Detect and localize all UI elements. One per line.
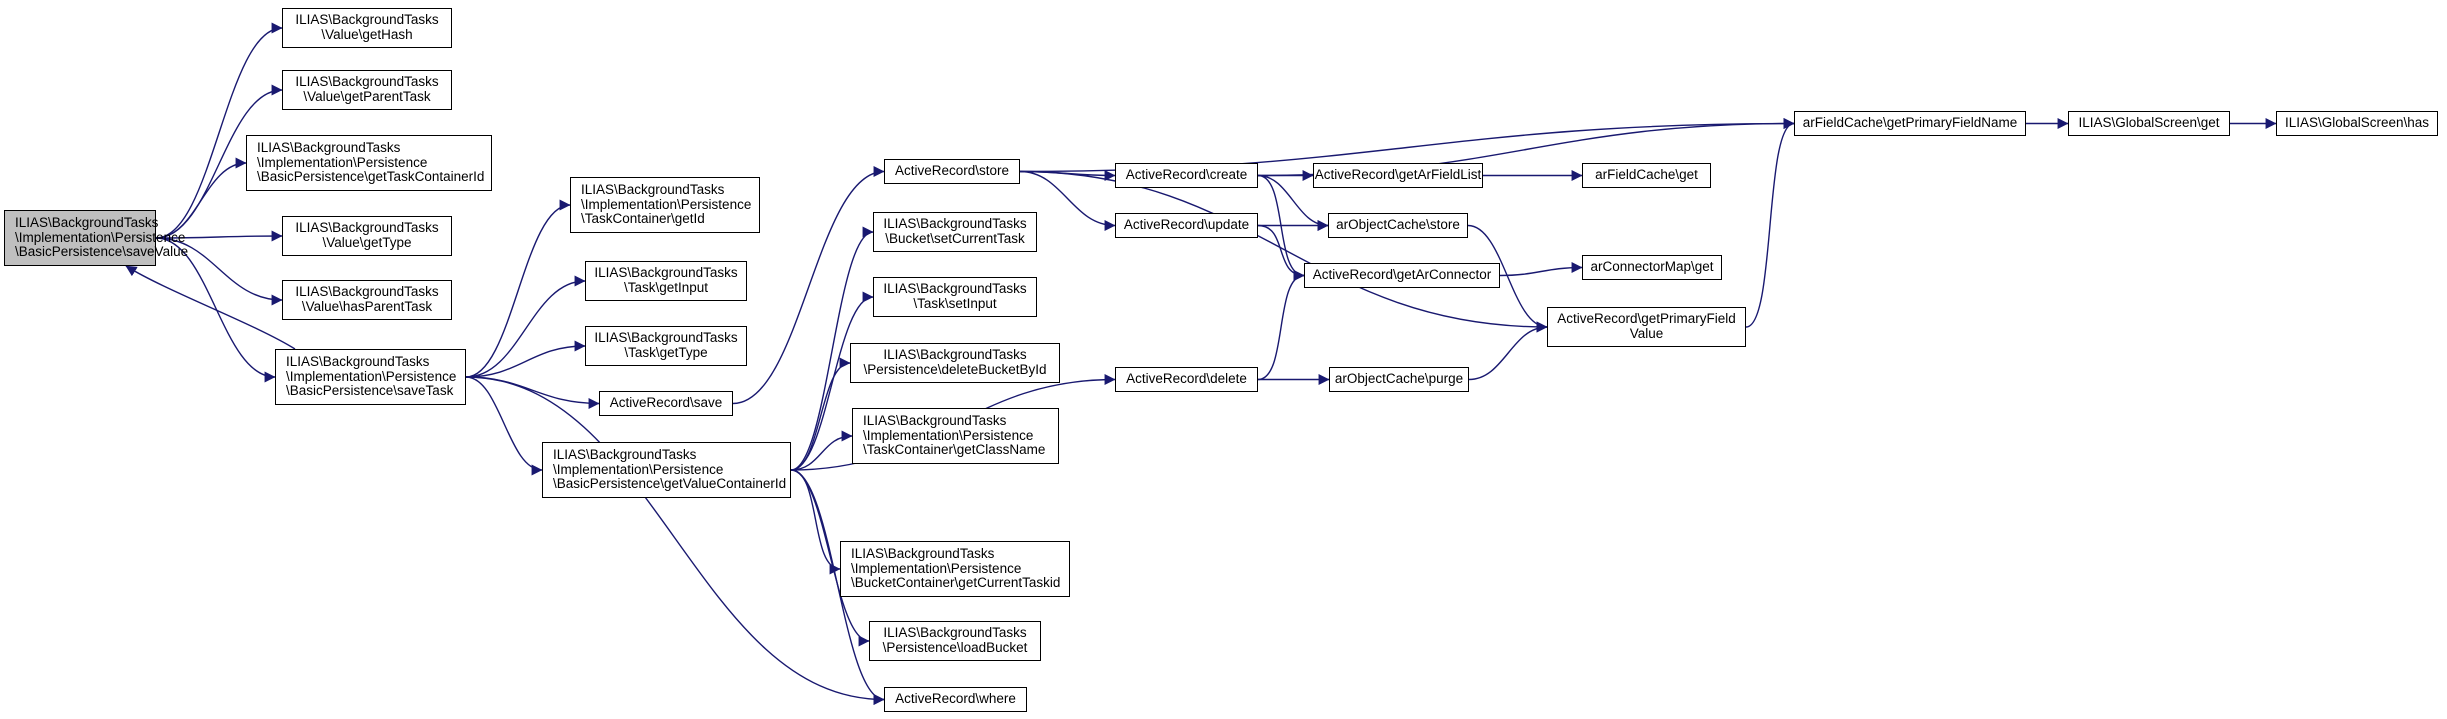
edge-getvaluecontainerid-to-taskcontainer_getclassname xyxy=(790,430,853,471)
node-label: ILIAS\BackgroundTasks \Implementation\Pe… xyxy=(851,546,1061,591)
node-arfieldcache-getprimaryfieldname[interactable]: arFieldCache\getPrimaryFieldName xyxy=(1794,111,2026,136)
node-persistence-deletebucketbyid[interactable]: ILIAS\BackgroundTasks \Persistence\delet… xyxy=(850,343,1060,383)
edge-getvaluecontainerid-to-ar_where xyxy=(790,469,885,705)
node-taskcontainer-getclassname[interactable]: ILIAS\BackgroundTasks \Implementation\Pe… xyxy=(852,408,1059,464)
edge-ar_save-to-ar_store xyxy=(732,166,885,405)
node-label: ILIAS\BackgroundTasks \Task\getInput xyxy=(594,265,738,295)
node-task-setinput[interactable]: ILIAS\BackgroundTasks \Task\setInput xyxy=(873,277,1037,317)
node-value-getparenttask[interactable]: ILIAS\BackgroundTasks \Value\getParentTa… xyxy=(282,70,452,110)
node-activerecord-getarconnector[interactable]: ActiveRecord\getArConnector xyxy=(1304,263,1500,288)
node-label: ILIAS\BackgroundTasks \Implementation\Pe… xyxy=(257,140,485,185)
node-task-getinput[interactable]: ILIAS\BackgroundTasks \Task\getInput xyxy=(585,261,747,301)
node-arobjectcache-store[interactable]: arObjectCache\store xyxy=(1328,213,1468,238)
edge-getvaluecontainerid-to-persistence_deletebucketbyid xyxy=(790,357,851,471)
node-activerecord-update[interactable]: ActiveRecord\update xyxy=(1115,213,1258,238)
node-persistence-loadbucket[interactable]: ILIAS\BackgroundTasks \Persistence\loadB… xyxy=(869,621,1041,661)
edge-ar_update-to-ar_getarconnector xyxy=(1257,224,1305,281)
edge-ar_getarconnector-to-arconnectormap_get xyxy=(1499,262,1583,277)
edge-getvaluecontainerid-to-bucketcontainer_getcurrenttaskid xyxy=(790,469,841,575)
node-label: ILIAS\GlobalScreen\get xyxy=(2078,115,2220,131)
edge-root-to-value_gettype xyxy=(155,230,283,242)
edge-savetask-to-task_getinput xyxy=(465,275,586,378)
node-label: ILIAS\BackgroundTasks \Implementation\Pe… xyxy=(863,413,1046,458)
edge-savetask-to-getvaluecontainerid xyxy=(465,376,543,476)
edge-root-to-gettaskcontainerid xyxy=(155,157,247,239)
node-activerecord-create[interactable]: ActiveRecord\create xyxy=(1115,163,1258,188)
node-label: ILIAS\BackgroundTasks \Implementation\Pe… xyxy=(286,354,457,399)
edge-ar_delete-to-ar_getarconnector xyxy=(1257,270,1305,381)
node-activerecord-getarfieldlist[interactable]: ActiveRecord\getArFieldList xyxy=(1313,163,1483,188)
node-label: ILIAS\BackgroundTasks \Persistence\loadB… xyxy=(882,625,1028,655)
node-label: ILIAS\BackgroundTasks \Value\hasParentTa… xyxy=(295,284,439,314)
node-basicpersistence-getvaluecontainerid[interactable]: ILIAS\BackgroundTasks \Implementation\Pe… xyxy=(542,442,791,498)
edge-arobjectcache_purge-to-ar_getprimaryfieldvalue xyxy=(1468,321,1548,381)
node-label: ILIAS\BackgroundTasks \Persistence\delet… xyxy=(863,347,1047,377)
edge-root-to-savetask xyxy=(155,237,276,383)
node-basicpersistence-savevalue[interactable]: ILIAS\BackgroundTasks \Implementation\Pe… xyxy=(4,210,188,266)
node-label: arConnectorMap\get xyxy=(1590,259,1714,275)
node-arobjectcache-purge[interactable]: arObjectCache\purge xyxy=(1329,367,1469,392)
node-value-gethash[interactable]: ILIAS\BackgroundTasks \Value\getHash xyxy=(282,8,452,48)
node-label: ILIAS\BackgroundTasks \Bucket\setCurrent… xyxy=(883,216,1027,246)
node-label: ActiveRecord\update xyxy=(1123,217,1250,233)
node-label: ActiveRecord\getArFieldList xyxy=(1314,167,1482,183)
node-label: ILIAS\BackgroundTasks \Task\getType xyxy=(594,330,738,360)
node-label: ILIAS\BackgroundTasks \Value\getType xyxy=(295,220,439,250)
node-globalscreen-get[interactable]: ILIAS\GlobalScreen\get xyxy=(2068,111,2230,136)
edge-root-to-value_hasparenttask xyxy=(155,237,283,306)
node-label: arObjectCache\store xyxy=(1336,217,1460,233)
node-task-gettype[interactable]: ILIAS\BackgroundTasks \Task\getType xyxy=(585,326,747,366)
node-label: ActiveRecord\create xyxy=(1125,167,1248,183)
node-value-gettype[interactable]: ILIAS\BackgroundTasks \Value\getType xyxy=(282,216,452,256)
node-globalscreen-has[interactable]: ILIAS\GlobalScreen\has xyxy=(2276,111,2438,136)
edge-getvaluecontainerid-to-bucket_setcurrenttask xyxy=(790,226,874,471)
edge-savetask-to-task_gettype xyxy=(465,340,586,378)
node-label: ILIAS\BackgroundTasks \Implementation\Pe… xyxy=(553,447,787,492)
node-taskcontainer-getid[interactable]: ILIAS\BackgroundTasks \Implementation\Pe… xyxy=(570,177,760,233)
edge-root-to-value_gethash xyxy=(155,22,283,239)
node-label: ILIAS\BackgroundTasks \Implementation\Pe… xyxy=(581,182,752,227)
node-activerecord-where[interactable]: ActiveRecord\where xyxy=(884,687,1027,712)
node-label: ActiveRecord\where xyxy=(895,691,1016,707)
node-basicpersistence-savetask[interactable]: ILIAS\BackgroundTasks \Implementation\Pe… xyxy=(275,349,466,405)
node-arconnectormap-get[interactable]: arConnectorMap\get xyxy=(1582,255,1722,280)
node-label: ILIAS\BackgroundTasks \Task\setInput xyxy=(883,281,1027,311)
node-label: ILIAS\BackgroundTasks \Implementation\Pe… xyxy=(15,215,189,260)
edge-savetask-to-root xyxy=(125,265,296,350)
node-activerecord-delete[interactable]: ActiveRecord\delete xyxy=(1115,367,1258,392)
node-label: arFieldCache\get xyxy=(1595,167,1698,183)
edge-ar_getprimaryfieldvalue-to-arfieldcache_getprimaryfieldname xyxy=(1745,118,1795,328)
edge-savetask-to-ar_where xyxy=(465,376,885,705)
node-bucket-setcurrenttask[interactable]: ILIAS\BackgroundTasks \Bucket\setCurrent… xyxy=(873,212,1037,252)
node-label: ActiveRecord\save xyxy=(609,395,723,411)
node-label: arFieldCache\getPrimaryFieldName xyxy=(1802,115,2018,131)
node-label: ILIAS\GlobalScreen\has xyxy=(2284,115,2430,131)
node-label: ILIAS\BackgroundTasks \Value\getHash xyxy=(295,12,439,42)
edge-arobjectcache_store-to-ar_getprimaryfieldvalue xyxy=(1467,224,1548,333)
node-activerecord-getprimaryfieldvalue[interactable]: ActiveRecord\getPrimaryField Value xyxy=(1547,307,1746,347)
node-arfieldcache-get[interactable]: arFieldCache\get xyxy=(1582,163,1711,188)
node-activerecord-save[interactable]: ActiveRecord\save xyxy=(599,391,733,416)
node-value-hasparenttask[interactable]: ILIAS\BackgroundTasks \Value\hasParentTa… xyxy=(282,280,452,320)
node-label: ActiveRecord\delete xyxy=(1126,371,1247,387)
node-label: arObjectCache\purge xyxy=(1334,371,1464,387)
edge-savetask-to-taskcontainer_getid xyxy=(465,199,571,378)
edge-ar_store-to-ar_getprimaryfieldvalue xyxy=(1019,170,1548,333)
node-label: ActiveRecord\getArConnector xyxy=(1312,267,1492,283)
node-activerecord-store[interactable]: ActiveRecord\store xyxy=(884,159,1020,184)
node-bucketcontainer-getcurrenttaskid[interactable]: ILIAS\BackgroundTasks \Implementation\Pe… xyxy=(840,541,1070,597)
node-label: ILIAS\BackgroundTasks \Value\getParentTa… xyxy=(295,74,439,104)
node-label: ActiveRecord\getPrimaryField Value xyxy=(1557,311,1736,341)
edge-ar_store-to-ar_update xyxy=(1019,170,1116,231)
node-basicpersistence-gettaskcontainerid[interactable]: ILIAS\BackgroundTasks \Implementation\Pe… xyxy=(246,135,492,191)
node-label: ActiveRecord\store xyxy=(894,163,1010,179)
